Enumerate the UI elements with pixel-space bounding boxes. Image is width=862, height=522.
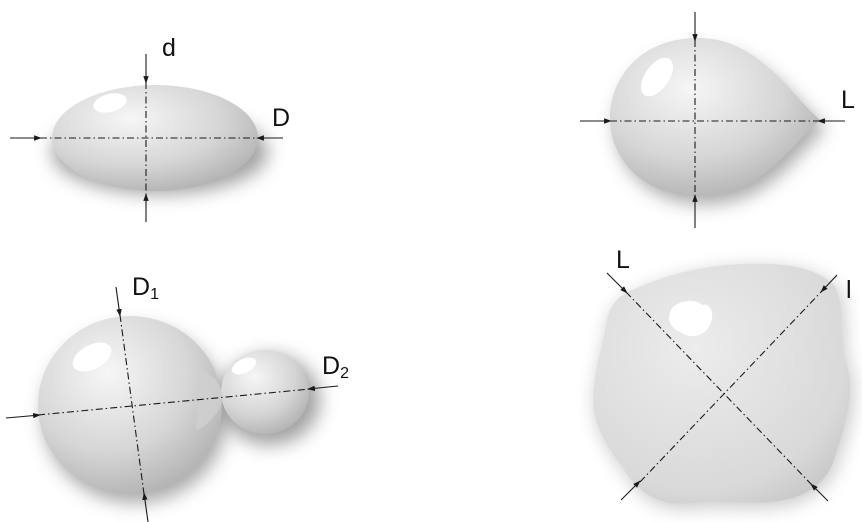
double-horizontal-axis — [37, 388, 311, 416]
double-arrow-bottom — [142, 492, 149, 522]
irregular-highlight — [669, 300, 713, 337]
small-droplet-highlight — [231, 357, 257, 375]
large-droplet-body — [38, 316, 222, 494]
teardrop-droplet: L — [580, 12, 855, 228]
label-d: d — [162, 34, 176, 62]
label-D: D — [272, 104, 290, 132]
label-D1: D1 — [132, 273, 159, 303]
teardrop-body — [610, 38, 820, 196]
irregular-arrow-bottom-right — [810, 483, 829, 502]
irregular-arrow-bottom-left — [620, 480, 641, 501]
small-droplet-body — [221, 350, 309, 434]
irregular-body — [593, 263, 850, 504]
teardrop-highlight — [641, 57, 673, 97]
double-arrow-right — [307, 385, 339, 391]
label-L-irregular: L — [616, 246, 630, 274]
label-l-irregular: l — [846, 276, 852, 304]
irregular-arrow-top-right — [820, 274, 838, 293]
double-arrow-top — [115, 286, 122, 317]
label-D2: D2 — [322, 352, 349, 382]
label-L-teardrop: L — [841, 86, 855, 114]
droplet-neck — [196, 372, 222, 430]
irregular-droplet: L l — [593, 246, 854, 509]
irregular-arrow-top-left — [606, 272, 628, 294]
ellipsoid-highlight — [93, 93, 127, 113]
double-droplet: D1 D2 — [5, 273, 349, 522]
ellipsoid-droplet: d D — [10, 34, 290, 222]
irregular-long-axis — [625, 291, 813, 486]
double-arrow-left — [5, 412, 41, 419]
large-droplet-axis — [119, 314, 145, 495]
large-droplet-highlight — [72, 342, 112, 372]
irregular-short-axis — [639, 290, 823, 483]
ellipsoid-body — [52, 85, 258, 191]
